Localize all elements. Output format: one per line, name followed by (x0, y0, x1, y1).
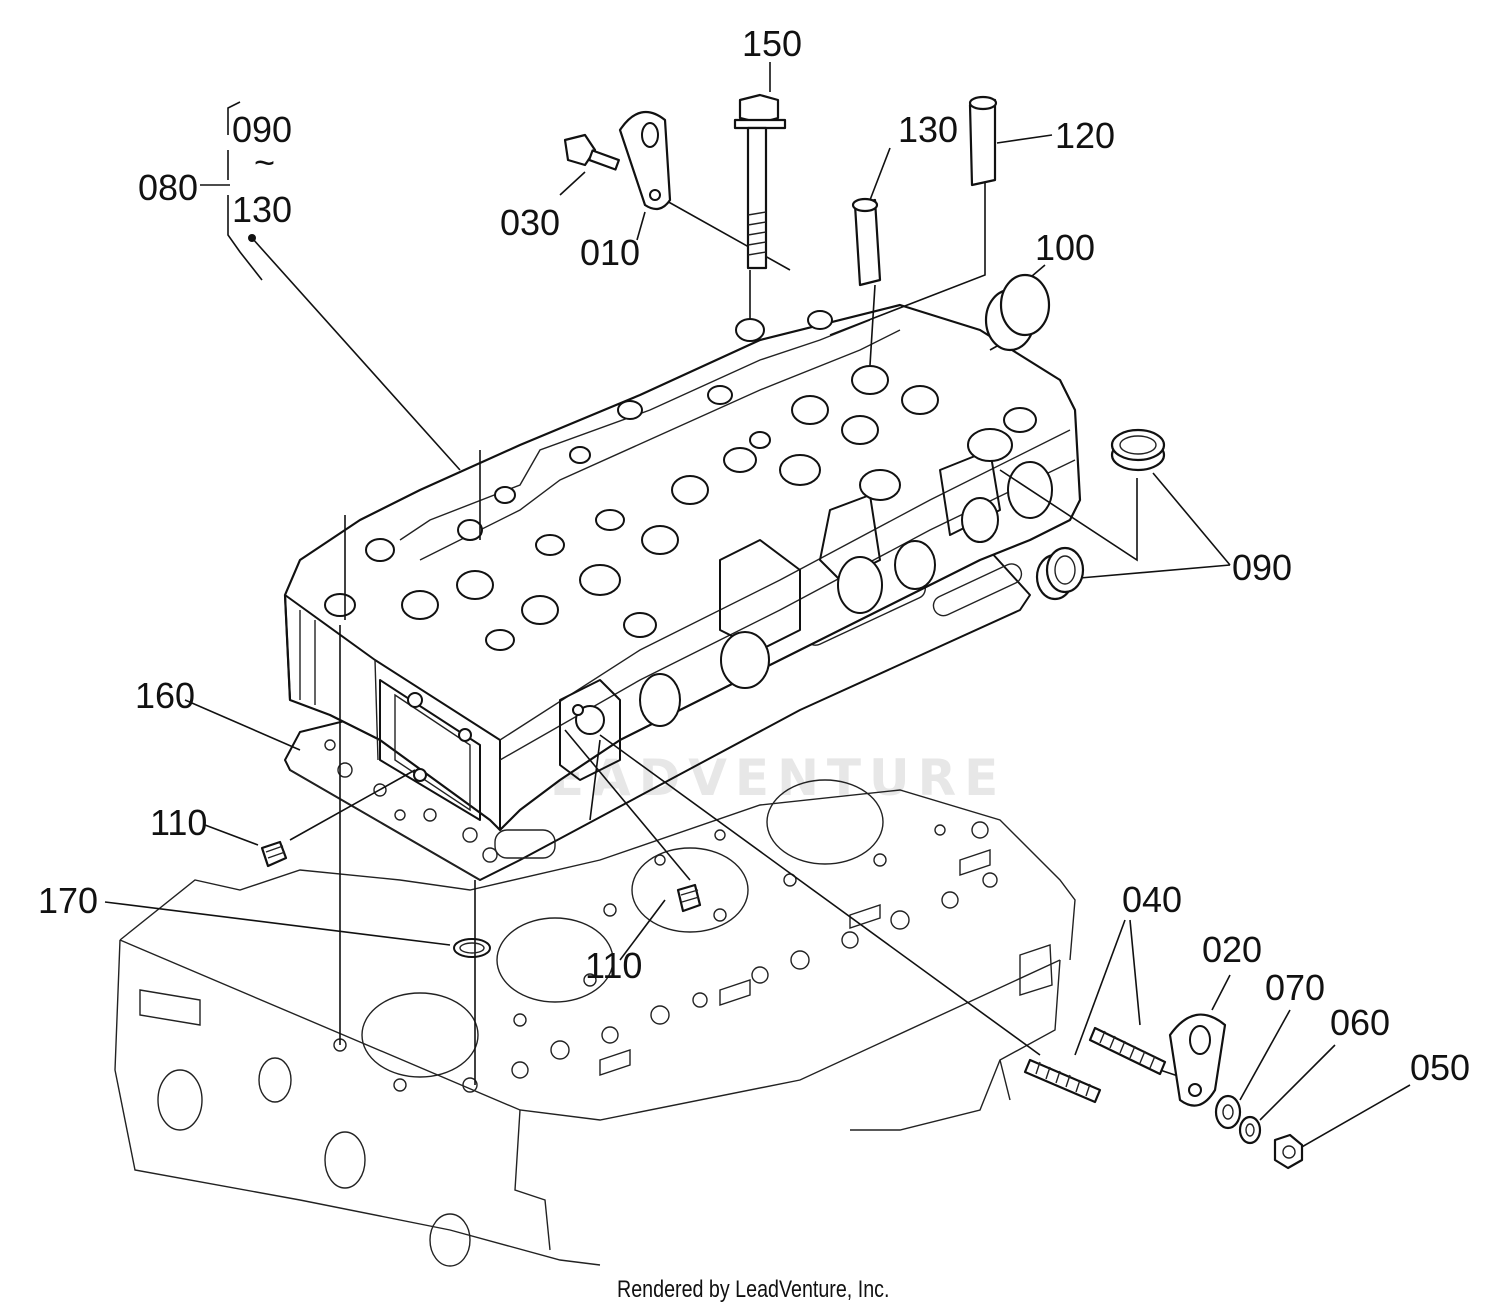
callout-080: 080 (138, 167, 198, 208)
callout-020: 020 (1202, 929, 1262, 970)
plug-110-right (676, 883, 702, 913)
callout-030: 030 (500, 202, 560, 243)
footer-credit: Rendered by LeadVenture, Inc. (617, 1276, 890, 1303)
callout-range-tilde: ~ (254, 142, 275, 183)
head-bolt-150 (733, 93, 787, 270)
callout-040: 040 (1122, 879, 1182, 920)
cylinder-block (114, 779, 1076, 1267)
stud-040-upper (1088, 1026, 1167, 1076)
head-deck-holes (324, 310, 1037, 651)
callout-110-left: 110 (150, 802, 207, 843)
callout-labels: 150 130 120 100 030 010 090 ~ 130 080 09… (38, 23, 1470, 1088)
engine-hanger-020 (1168, 1013, 1227, 1107)
callout-090-range-start: 090 (232, 109, 292, 150)
callout-130-range-end: 130 (232, 189, 292, 230)
callout-100: 100 (1035, 227, 1095, 268)
nozzle-holder-130 (851, 197, 882, 287)
bolt-030 (563, 133, 620, 171)
engine-hanger-010 (618, 110, 672, 211)
washer-070 (1214, 1094, 1242, 1130)
callout-110-right: 110 (585, 945, 642, 986)
bracket-dot (248, 234, 256, 242)
plug-090-lower (1035, 546, 1085, 601)
nut-050 (1273, 1133, 1304, 1170)
callout-150: 150 (742, 23, 802, 64)
callout-160: 160 (135, 675, 195, 716)
callout-060: 060 (1330, 1002, 1390, 1043)
plug-090-upper (1110, 428, 1166, 472)
callout-010: 010 (580, 232, 640, 273)
plug-100 (984, 273, 1051, 352)
nozzle-holder-120 (968, 95, 998, 187)
o-ring-170 (453, 938, 491, 958)
block-deck-holes (333, 821, 998, 1093)
callout-070: 070 (1265, 967, 1325, 1008)
callout-130: 130 (898, 109, 958, 150)
plug-110-left (260, 840, 288, 868)
stud-040-lower (1023, 1058, 1102, 1104)
callout-050: 050 (1410, 1047, 1470, 1088)
spring-washer-060 (1238, 1115, 1262, 1145)
callout-120: 120 (1055, 115, 1115, 156)
cylinder-head (283, 303, 1082, 832)
callout-090: 090 (1232, 547, 1292, 588)
callout-170: 170 (38, 880, 98, 921)
